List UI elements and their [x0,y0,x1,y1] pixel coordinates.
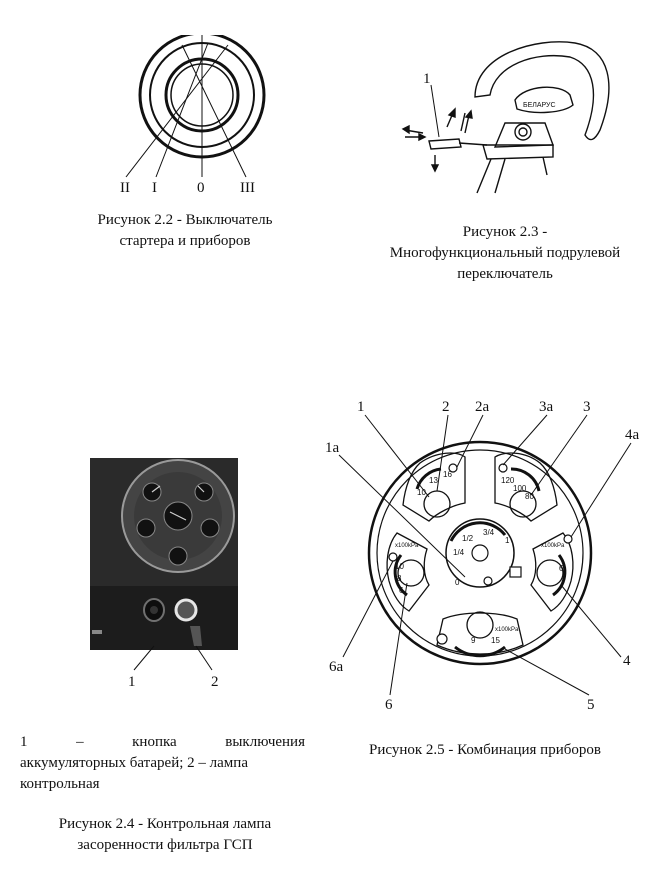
figure-2-4-photo [90,458,238,650]
position-label-III: III [240,180,255,196]
callout-2a: 2а [475,399,490,415]
callout-1: 1 [423,71,431,87]
photo-callout-1: 1 [128,674,136,690]
callout-1: 1 [357,399,365,415]
fuel-tick-1-4: 1/4 [453,548,465,557]
temp-tick-100: 100 [513,484,527,493]
callout-4: 4 [623,653,631,669]
callout-1a: 1а [325,440,340,456]
oil-tick-6: 6 [559,564,564,573]
voltage-tick-16: 16 [443,470,452,479]
position-label-0: 0 [197,180,205,196]
figure-2-4-caption: Рисунок 2.4 - Контрольная лампа засоренн… [58,816,272,853]
fuel-tick-1-2: 1/2 [462,534,474,543]
bottom-tick-15: 15 [491,636,500,645]
callout-6: 6 [385,697,393,713]
bottom-unit: x100kPa [495,627,519,633]
voltage-tick-10: 10 [417,488,426,497]
steering-wheel-drawing [428,41,610,194]
figure-2-5-caption: Рисунок 2.5 - Комбинация приборов [369,742,601,758]
scale-arcs [393,467,567,658]
callout-3: 3 [583,399,591,415]
figure-2-3-caption: Рисунок 2.3 - Многофункциональный подрул… [389,224,621,282]
air-tick-6: 6 [399,586,404,595]
photo-callout-2: 2 [211,674,219,690]
voltage-tick-13: 13 [429,476,438,485]
figure-2-3-steering-switch: БЕЛАРУС 1 [401,41,610,194]
air-tick-10: 10 [395,562,404,571]
fuel-tick-1: 1 [505,536,510,545]
fuel-tick-3-4: 3/4 [483,528,495,537]
fuel-tick-0: 0 [455,578,460,587]
callout-3a: 3а [539,399,554,415]
switch-position-lines [125,35,247,178]
callout-leader-lines [338,414,632,696]
position-label-II: II [120,180,130,196]
figure-2-4-description: 1 – кнопка выключения аккумуляторных бат… [20,734,305,792]
callout-5: 5 [587,697,595,713]
oil-unit: x100kPa [541,543,565,549]
brand-label: БЕЛАРУС [523,102,556,109]
bottom-tick-9: 9 [471,636,476,645]
air-unit: x100kPa [395,543,419,549]
figure-2-2-starter-switch: II I 0 III [120,35,266,196]
temp-tick-80: 80 [525,492,534,501]
callout-6a: 6а [329,659,344,675]
direction-arrows [401,107,473,173]
indicator-lamps [388,463,573,645]
callout-2: 2 [442,399,450,415]
figure-2-5-instrument-cluster: 0 1/4 1/2 3/4 1 10 13 16 120 100 80 x100… [325,399,640,713]
figure-2-2-caption: Рисунок 2.2 - Выключатель стартера и при… [97,212,273,249]
temp-tick-120: 120 [501,476,515,485]
cluster-body [367,440,593,666]
position-label-I: I [152,180,157,196]
figure-2-4-callouts: 1 2 [128,645,219,690]
air-tick-8: 8 [397,574,402,583]
callout-4a: 4а [625,427,640,443]
